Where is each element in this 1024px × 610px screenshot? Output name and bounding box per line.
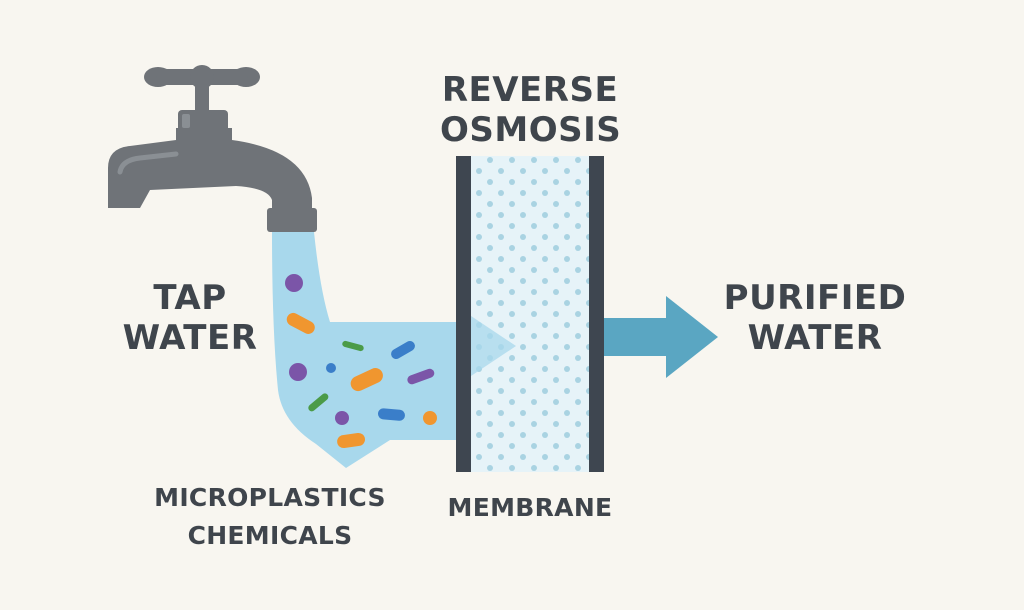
particle-icon [326, 363, 336, 373]
faucet-icon [108, 65, 317, 232]
contaminant-particles [285, 274, 437, 449]
reverse-osmosis-line2: OSMOSIS [440, 110, 622, 150]
membrane-icon [456, 156, 604, 472]
tap-water-label: TAP WATER [120, 278, 260, 358]
particle-icon [350, 368, 383, 392]
particle-icon [289, 363, 307, 381]
contaminants-line2: CHEMICALS [187, 521, 353, 550]
reverse-osmosis-line1: REVERSE [441, 70, 619, 110]
particle-icon [377, 408, 405, 421]
particle-icon [286, 312, 315, 334]
particle-icon [285, 274, 303, 292]
contaminants-line1: MICROPLASTICS [154, 483, 386, 512]
membrane-title: REVERSE OSMOSIS [440, 70, 622, 150]
particle-icon [342, 340, 364, 352]
contaminants-label: MICROPLASTICS CHEMICALS [140, 482, 400, 552]
inflow-arrowhead-overlay [471, 316, 516, 376]
particle-icon [308, 393, 329, 412]
particle-icon [423, 411, 437, 425]
purified-water-label: PURIFIED WATER [720, 278, 910, 358]
particle-icon [335, 411, 349, 425]
tap-water-line1: TAP [153, 278, 227, 318]
particle-icon [337, 432, 365, 449]
purified-water-line2: WATER [747, 318, 883, 358]
purified-water-line1: PURIFIED [723, 278, 907, 318]
membrane-label: MEMBRANE [430, 492, 630, 524]
particle-icon [391, 341, 415, 359]
tap-water-line2: WATER [122, 318, 258, 358]
particle-icon [407, 368, 435, 385]
tap-water-stream [272, 232, 458, 468]
arrow-right-icon [604, 296, 718, 378]
membrane-label-text: MEMBRANE [447, 493, 613, 522]
